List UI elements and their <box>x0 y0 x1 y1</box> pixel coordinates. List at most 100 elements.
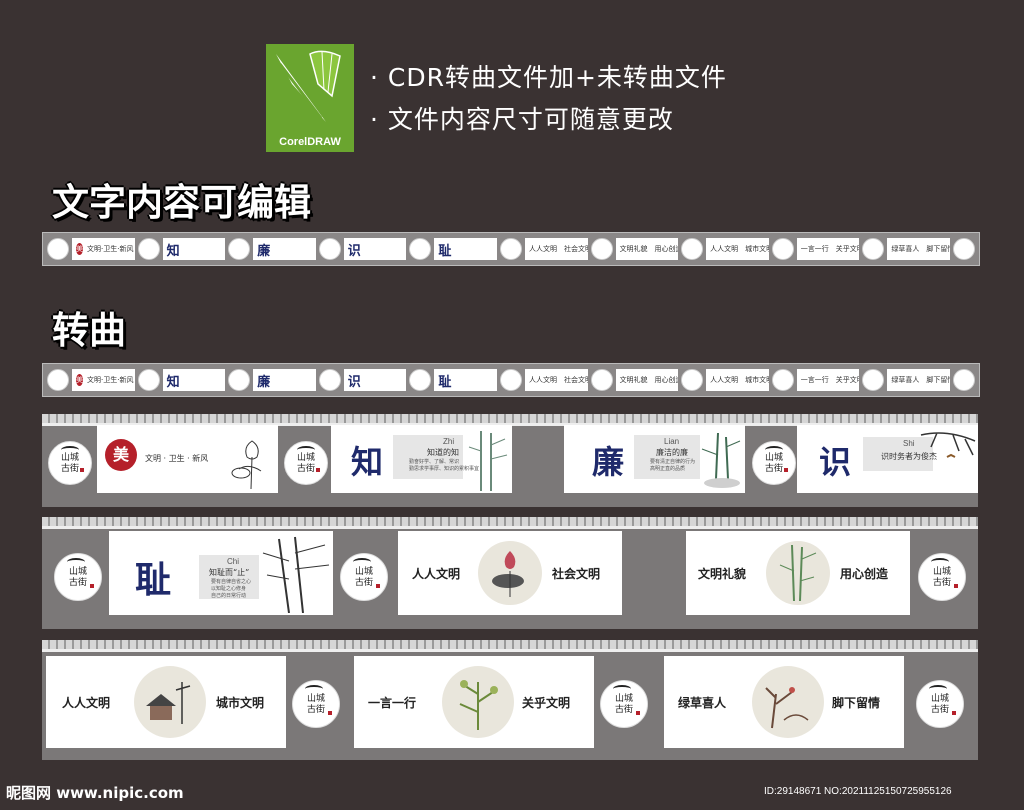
mini-shancheng-logo <box>499 238 522 260</box>
slogan-left: 人人文明 <box>62 696 111 710</box>
slogan-right: 用心创造 <box>840 567 889 581</box>
mini-shancheng-logo <box>681 238 704 260</box>
shancheng-logo: 山城古街 <box>340 553 388 601</box>
shancheng-logo: 山城古街 <box>292 680 340 728</box>
banner-row-3: 人人文明 城市文明 山城古街 一言一行 关乎文明 山城古街 绿草喜人 脚下留情 … <box>42 640 978 760</box>
watermark-nipic: 昵图网 www.nipic.com <box>6 784 184 802</box>
mini-panel: 美文明·卫生·新风 <box>72 238 135 260</box>
shancheng-logo: 山城古街 <box>284 441 328 485</box>
mini-panel: 绿草喜人 脚下留情 <box>887 238 950 260</box>
mei-badge: 美 <box>105 439 137 471</box>
mini-panel: 人人文明 社会文明 <box>524 238 588 260</box>
logo-brand-text: CorelDRAW <box>279 136 341 148</box>
bamboo-drawing-icon <box>468 431 508 491</box>
mini-shancheng-logo <box>318 238 341 260</box>
header-line-1: · CDR转曲文件加+未转曲文件 <box>370 63 727 92</box>
mini-shancheng-logo <box>952 238 975 260</box>
shancheng-logo: 山城古街 <box>916 680 964 728</box>
mini-shancheng-logo <box>499 369 522 391</box>
mini-shancheng-logo <box>952 369 975 391</box>
panel-shi: 识 Shi 识时务者为俊杰 <box>797 425 978 493</box>
mini-shancheng-logo <box>862 369 885 391</box>
shancheng-logo: 山城古街 <box>918 553 966 601</box>
mini-shancheng-logo <box>590 238 613 260</box>
shi-sub: 识时务者为俊杰 <box>881 452 937 461</box>
mini-panel: 人人文明 城市文明 <box>706 369 769 391</box>
banner-row-2: 山城古街 耻 Chi 知耻而“止” 要有自律自省之心 以知耻之心修身 自己的日常… <box>42 517 978 629</box>
pen-nib-icon <box>276 50 341 122</box>
bamboo-rock-drawing-icon <box>701 432 741 488</box>
roof-tiles <box>42 414 978 423</box>
mini-panel-char: 廉 <box>257 243 271 259</box>
slogan-right: 城市文明 <box>216 696 265 710</box>
chi-pinyin: Chi <box>227 557 240 566</box>
zhi-char: 知 <box>351 443 384 481</box>
mini-panel-char: 知 <box>166 374 180 390</box>
lian-sub: 廉洁的廉 <box>656 448 688 457</box>
panel-mei: 美 文明 · 卫生 · 新风 <box>97 425 278 493</box>
lotus-drawing-icon <box>231 440 262 489</box>
bamboo-drawing-icon <box>262 536 330 613</box>
mini-shancheng-logo <box>47 238 69 260</box>
mini-panel-text: 绿草喜人 脚下留情 <box>891 376 950 384</box>
bamboo-ink-circle <box>766 541 830 605</box>
mini-shancheng-logo <box>228 238 251 260</box>
slogan-left: 绿草喜人 <box>678 696 727 710</box>
village-ink-icon <box>146 682 191 724</box>
mini-panel: 识 <box>343 238 407 260</box>
mini-shancheng-logo <box>771 369 794 391</box>
mini-panel-char: 知 <box>166 243 180 259</box>
lian-desc: 要有清正自律的行为 高明正直的品质 <box>650 459 696 472</box>
mini-panel: 耻 <box>434 369 497 391</box>
chi-char: 耻 <box>135 559 172 601</box>
mini-shancheng-logo <box>228 369 251 391</box>
mini-panel: 知 <box>162 238 226 260</box>
bamboo-ink-icon <box>779 544 817 602</box>
mini-panel: 一言一行 关乎文明 <box>796 238 860 260</box>
tree-bridge-ink-icon <box>765 687 809 729</box>
panel-chi: 耻 Chi 知耻而“止” 要有自律自省之心 以知耻之心修身 自己的日常行动 <box>109 531 333 615</box>
mini-panel: 知 <box>162 369 226 391</box>
mini-panel: 一言一行 关乎文明 <box>796 369 860 391</box>
mini-shancheng-logo <box>318 369 341 391</box>
tree-ink-circle <box>752 666 824 738</box>
mini-panel-text: 文明礼貌 用心创造 <box>619 245 679 253</box>
mini-shancheng-logo <box>409 238 432 260</box>
section-title-editable: 文字内容可编辑 <box>52 180 311 224</box>
mini-panel-text: 文明礼貌 用心创造 <box>619 376 679 384</box>
slogan-left: 一言一行 <box>368 696 417 710</box>
chi-desc: 要有自律自省之心 以知耻之心修身 自己的日常行动 <box>211 579 252 599</box>
zhi-pinyin: Zhi <box>443 437 455 446</box>
shancheng-logo: 山城古街 <box>48 441 92 485</box>
coreldraw-logo: CorelDRAW <box>266 44 354 152</box>
mini-panel: 廉 <box>253 369 316 391</box>
mini-panel: 美文明·卫生·新风 <box>72 369 135 391</box>
mini-shancheng-logo <box>137 238 160 260</box>
mini-panel: 廉 <box>253 238 316 260</box>
mini-panel: 识 <box>343 369 407 391</box>
watermark-id: ID:29148671 NO:20211125150725955126 <box>764 786 952 797</box>
mini-panel-text: 人人文明 社会文明 <box>528 376 588 384</box>
panel-yiyan-guanhu: 一言一行 关乎文明 <box>354 656 594 748</box>
mini-panel: 人人文明 社会文明 <box>524 369 588 391</box>
bamboo-birds-drawing-icon <box>920 432 976 458</box>
lian-pinyin: Lian <box>664 437 680 446</box>
zhi-sub: 知道的知 <box>427 448 459 457</box>
shancheng-logo: 山城古街 <box>54 553 102 601</box>
mini-strip-editable: 美文明·卫生·新风 知 廉 识 耻 人人文明 社会文明 文明礼貌 用心创造 人人文明 城市文明… <box>42 232 980 266</box>
slogan-right: 脚下留情 <box>832 696 881 710</box>
mini-panel-text: 文明·卫生·新风 <box>87 245 134 253</box>
panel-renren-shehui: 人人文明 社会文明 <box>398 531 622 615</box>
mini-panel-char: 耻 <box>438 374 452 390</box>
mini-panel-char: 识 <box>347 243 361 259</box>
mini-shancheng-logo <box>681 369 704 391</box>
mini-panel-char: 耻 <box>438 243 452 259</box>
mini-shancheng-logo <box>409 369 432 391</box>
plant-ink-icon <box>459 680 498 730</box>
shancheng-logo: 山城古街 <box>752 441 796 485</box>
mini-panel: 人人文明 城市文明 <box>706 238 769 260</box>
mini-panel-text: 人人文明 城市文明 <box>710 245 769 253</box>
roof-tiles <box>42 517 978 526</box>
mini-panel-char: 识 <box>347 374 361 390</box>
mei-title: 文明 · 卫生 · 新风 <box>145 454 209 463</box>
